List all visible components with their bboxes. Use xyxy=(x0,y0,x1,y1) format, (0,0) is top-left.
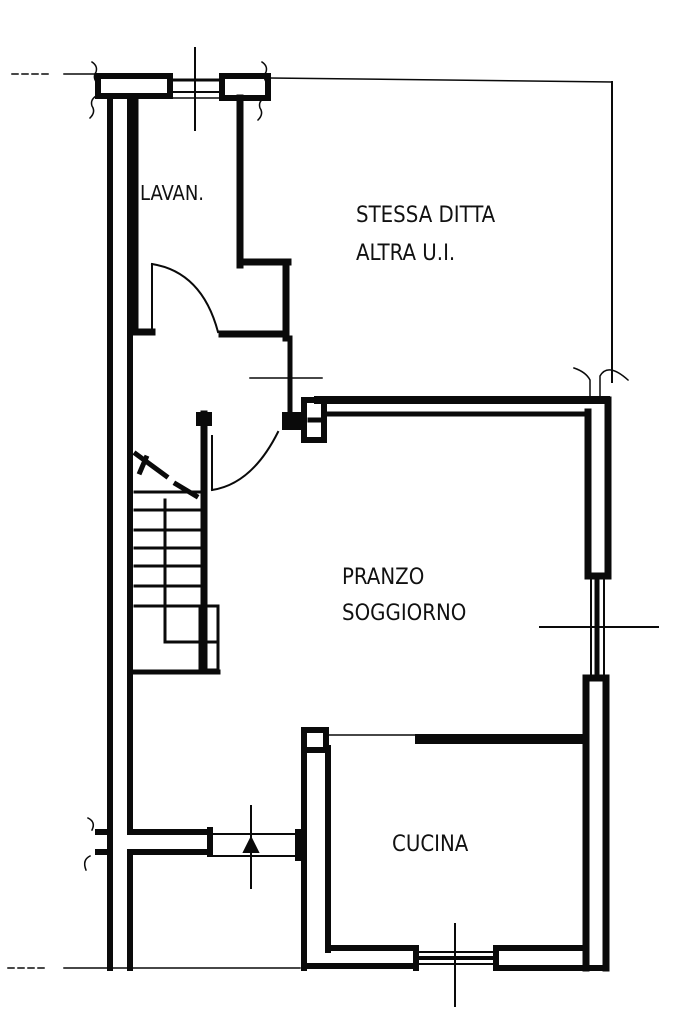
window-left-bottom xyxy=(242,805,260,889)
door-swing-lavanderia xyxy=(150,262,220,334)
lower-left-walls xyxy=(95,827,301,861)
break-mark-right xyxy=(573,367,630,397)
staircase xyxy=(132,410,280,675)
left-exterior-wall xyxy=(107,95,133,971)
room-label-lavanderia: LAVAN. xyxy=(140,181,204,205)
top-boundary-line xyxy=(11,73,613,383)
cucina-walls xyxy=(301,727,609,971)
soggiorno-top-wall xyxy=(282,396,610,443)
room-label-cucina: CUCINA xyxy=(392,832,469,857)
lavanderia-walls xyxy=(128,93,292,342)
right-exterior-wall xyxy=(582,396,612,972)
room-label-altra-ui-line1: STESSA DITTA xyxy=(356,203,496,228)
room-label-soggiorno: SOGGIORNO xyxy=(342,601,466,626)
window-right xyxy=(539,577,659,679)
break-mark-bottom-left xyxy=(83,816,95,871)
room-label-pranzo: PRANZO xyxy=(342,565,424,590)
room-label-altra-ui-line2: ALTRA U.I. xyxy=(356,241,455,266)
window-bottom-cucina xyxy=(416,923,496,1007)
